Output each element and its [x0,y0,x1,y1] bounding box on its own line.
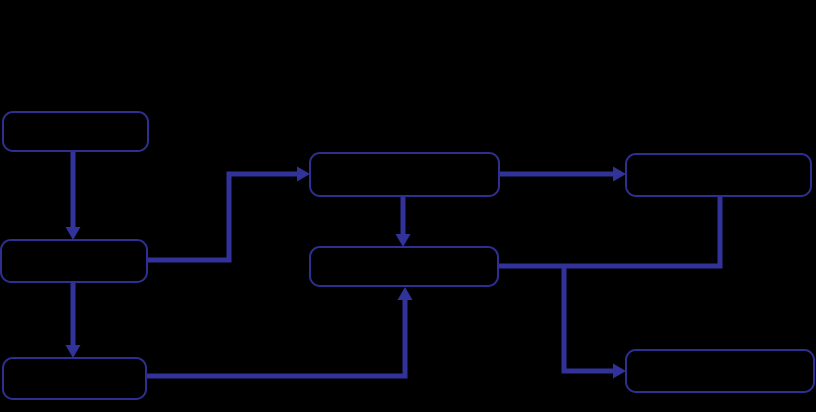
arrowhead-icon-center-top-to-center-mid [395,234,411,247]
flowchart-node-mid-left [0,239,148,283]
flowchart-node-right-top [625,153,812,197]
arrowhead-icon-junction-to-bottom-right [613,363,626,379]
flowchart-node-bottom-right [625,349,815,393]
flowchart-node-center-top [309,152,500,197]
flowchart-edge-bottom-left-to-center-mid [146,300,408,379]
flowchart-edge-mid-left-to-center-top [147,171,297,263]
flowchart-edge-right-top-to-center-mid [499,196,723,269]
arrowhead-icon-mid-left-to-bottom-left [65,345,81,358]
arrowhead-icon-bottom-left-to-center-mid [397,287,413,300]
flowchart-node-center-mid [309,246,499,287]
arrowhead-icon-mid-left-to-center-top [297,166,310,182]
flowchart-node-top-left [2,111,149,152]
arrowhead-icon-top-left-to-mid-left [65,227,81,240]
flowchart-edge-junction-to-bottom-right [561,266,613,374]
arrowhead-icon-center-top-to-right-top [613,166,626,182]
flowchart-node-bottom-left [2,357,147,400]
